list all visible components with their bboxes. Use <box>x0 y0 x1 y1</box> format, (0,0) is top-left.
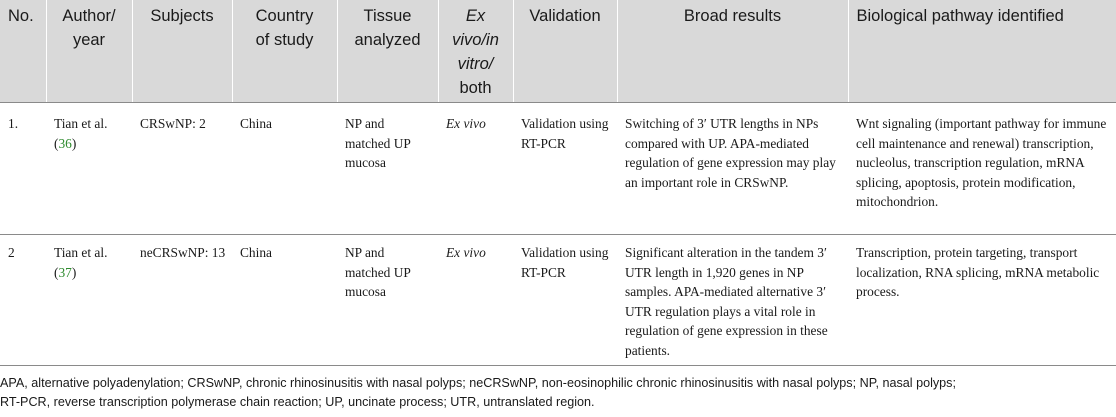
cell-no: 1. <box>0 102 46 235</box>
cell-tissue: NP and matched UP mucosa <box>337 234 438 366</box>
cell-no: 2 <box>0 234 46 366</box>
table-row: 1. Tian et al. (36) CRSwNP: 2 China NP a… <box>0 102 1116 235</box>
cell-results: Significant alteration in the tandem 3′ … <box>617 234 848 366</box>
cell-pathway: Wnt signaling (important pathway for imm… <box>848 102 1116 235</box>
cell-country: China <box>232 234 337 366</box>
cell-subjects: CRSwNP: 2 <box>132 102 232 235</box>
cell-country: China <box>232 102 337 235</box>
cell-tissue: NP and matched UP mucosa <box>337 102 438 235</box>
cell-author: Tian et al. (36) <box>46 102 132 235</box>
citation-link[interactable]: 37 <box>58 264 72 280</box>
header-no: No. <box>0 0 47 103</box>
header-broad-results: Broad results <box>617 0 849 103</box>
header-author-year: Author/year <box>46 0 133 103</box>
header-validation: Validation <box>513 0 618 103</box>
cell-exvivo: Ex vivo <box>438 234 513 366</box>
header-subjects: Subjects <box>132 0 233 103</box>
footnote-line: APA, alternative polyadenylation; CRSwNP… <box>0 376 956 390</box>
cell-pathway: Transcription, protein targeting, transp… <box>848 234 1116 366</box>
cell-results: Switching of 3′ UTR lengths in NPs compa… <box>617 102 848 235</box>
footnote-line: RT-PCR, reverse transcription polymerase… <box>0 395 595 409</box>
table-row: 2 Tian et al. (37) neCRSwNP: 13 China NP… <box>0 234 1116 366</box>
cell-validation: Validation using RT-PCR <box>513 234 617 366</box>
cell-subjects: neCRSwNP: 13 <box>132 234 232 366</box>
table-footnote: APA, alternative polyadenylation; CRSwNP… <box>0 374 1116 412</box>
cell-validation: Validation using RT-PCR <box>513 102 617 235</box>
header-pathway: Biological pathway identified <box>848 0 1116 103</box>
cell-author: Tian et al. (37) <box>46 234 132 366</box>
cell-exvivo: Ex vivo <box>438 102 513 235</box>
citation-link[interactable]: 36 <box>58 135 72 151</box>
